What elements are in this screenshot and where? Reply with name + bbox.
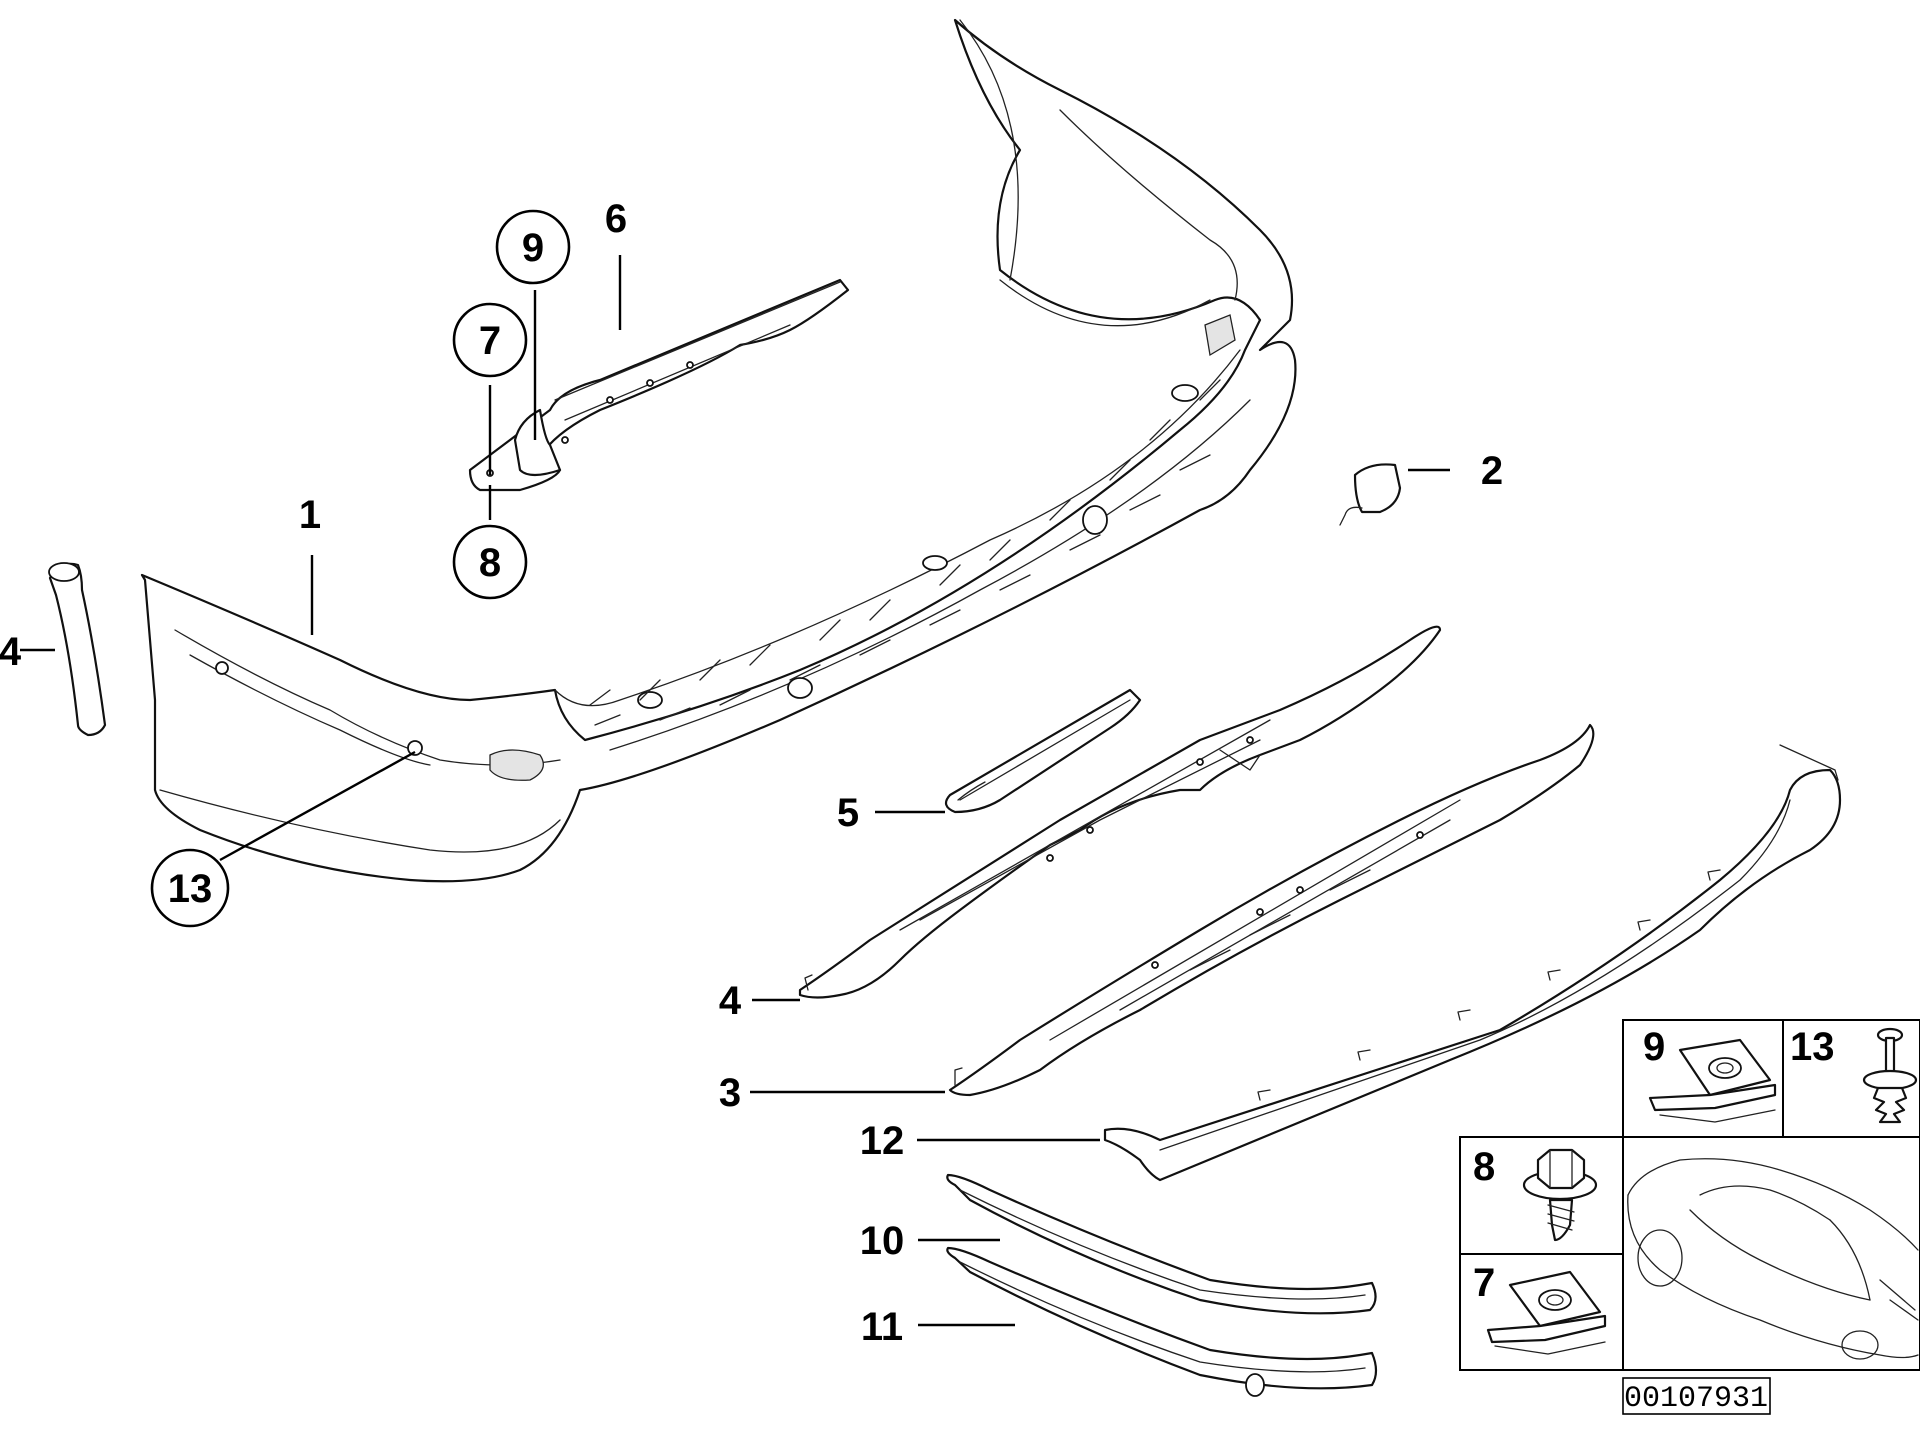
reference-number: 00107931 <box>1624 1382 1768 1416</box>
leader-lines <box>20 255 1450 1327</box>
callout-label-3: 3 <box>719 1071 741 1115</box>
part-1-rear-bumper-cover <box>140 18 1297 883</box>
part-2-tow-hook-cover <box>1339 463 1402 526</box>
part-10-strip <box>946 1173 1377 1315</box>
inset-8-hex-bolt: 8 <box>1473 1145 1598 1242</box>
inset-grid <box>1459 1019 1920 1371</box>
callout-label-4-left: 4 <box>0 630 22 674</box>
inset-7-clip-nut: 7 <box>1473 1261 1607 1355</box>
inset-9-clip-nut: 9 <box>1643 1025 1777 1123</box>
callout-label-12: 12 <box>860 1119 905 1163</box>
callout-13-circle: 13 <box>150 848 230 928</box>
inset-car-silhouette <box>1627 1158 1919 1360</box>
part-12-lower-panel <box>1103 744 1842 1182</box>
callout-8-circle: 8 <box>452 524 528 600</box>
reference-number-box: 00107931 <box>1622 1377 1771 1416</box>
callout-label-2: 2 <box>1481 449 1503 493</box>
callout-label-7: 7 <box>479 319 501 363</box>
callout-label-11: 11 <box>861 1305 903 1349</box>
part-14-tube <box>48 562 107 737</box>
inset-label-9: 9 <box>1643 1025 1665 1069</box>
part-11-strip <box>946 1246 1378 1397</box>
part-6-bracket <box>468 278 850 492</box>
callout-label-1: 1 <box>299 493 321 537</box>
callout-7-circle: 7 <box>452 302 528 378</box>
callout-label-6: 6 <box>605 197 627 241</box>
part-5-trim <box>944 688 1142 814</box>
callout-label-5: 5 <box>837 791 859 835</box>
inset-13-push-rivet: 13 <box>1790 1025 1918 1124</box>
callout-label-8: 8 <box>479 541 501 585</box>
inset-label-13: 13 <box>1790 1025 1835 1069</box>
part-3-molding <box>948 723 1595 1097</box>
callout-9-circle: 9 <box>495 209 571 285</box>
callout-label-10: 10 <box>860 1219 905 1263</box>
inset-label-8: 8 <box>1473 1145 1495 1189</box>
callout-label-4: 4 <box>719 979 742 1023</box>
callout-label-9: 9 <box>522 226 544 270</box>
callout-label-13: 13 <box>168 867 213 911</box>
inset-label-7: 7 <box>1473 1261 1495 1305</box>
part-4-molding <box>798 625 1442 999</box>
